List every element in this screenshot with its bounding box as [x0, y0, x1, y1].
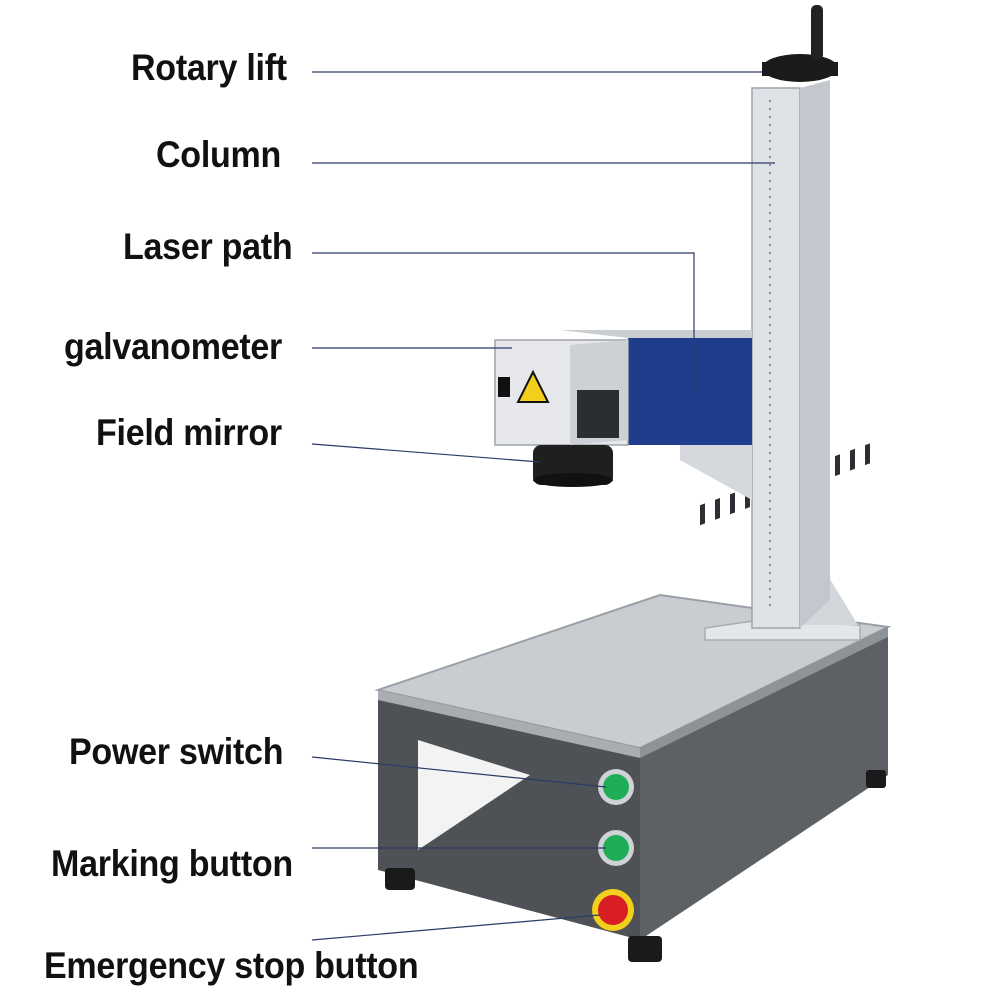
galvanometer-vent — [577, 390, 619, 438]
cabinet — [374, 443, 892, 962]
table-edge-front — [378, 690, 640, 758]
control-buttons — [592, 769, 634, 931]
laser-head — [494, 330, 752, 500]
leader-lines — [311, 71, 775, 941]
label-laser-path: Laser path — [123, 226, 293, 267]
foot-left — [385, 868, 415, 890]
foot-front — [628, 936, 662, 962]
label-emergency-stop-button: Emergency stop button — [44, 945, 419, 986]
table-edge-side — [640, 627, 888, 758]
label-column: Column — [156, 134, 282, 175]
leader-emergency-stop — [311, 914, 601, 941]
rotary-lift-handle — [811, 5, 823, 60]
column-front — [751, 87, 801, 629]
foot-right — [866, 770, 886, 788]
label-rotary-lift: Rotary lift — [131, 47, 287, 88]
front-vent-panel — [418, 740, 530, 850]
label-field-mirror: Field mirror — [96, 412, 282, 453]
warning-icon — [516, 369, 550, 403]
head-bracket — [680, 440, 752, 500]
leader-laser-path — [312, 252, 695, 392]
power-switch-button — [603, 774, 629, 800]
label-galvanometer: galvanometer — [64, 326, 283, 367]
label-power-switch: Power switch — [69, 731, 284, 772]
cabinet-side — [640, 627, 888, 940]
column-side — [800, 80, 830, 628]
column-assembly — [704, 5, 861, 641]
emergency-stop-red — [598, 895, 628, 925]
leader-power-switch — [311, 756, 607, 788]
marking-button-green — [603, 835, 629, 861]
label-marking-button: Marking button — [51, 843, 293, 884]
laser-path-housing — [628, 333, 752, 445]
leader-field-mirror — [311, 443, 541, 463]
